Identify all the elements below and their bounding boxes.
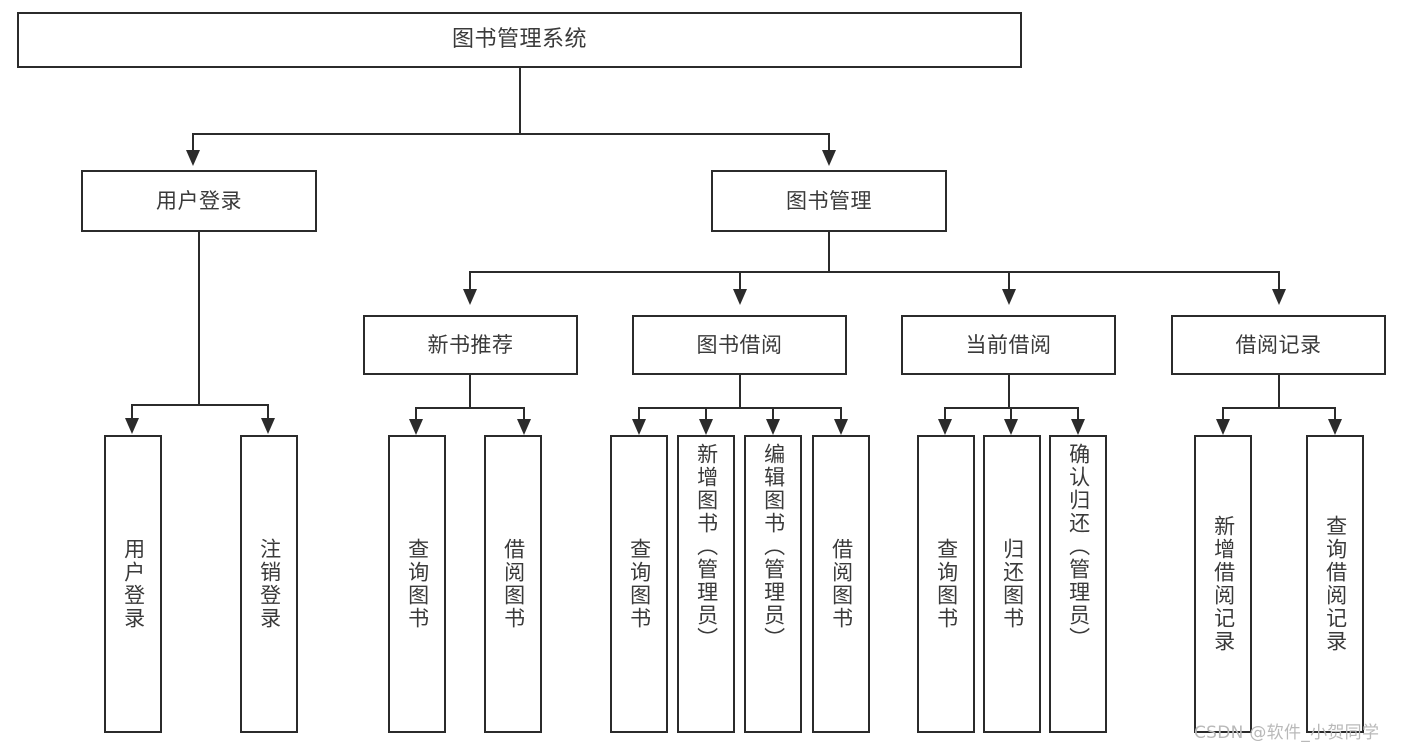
connector-to-current-borrow [1008,271,1010,291]
node-current-borrow[interactable]: 当前借阅 [901,315,1116,375]
node-label: 新书推荐 [427,332,514,357]
leaf-confirm-return-admin[interactable]: 确认归还（管理员） [1049,435,1107,733]
connector-borrow-record-bus [1222,407,1336,409]
connector-new-book-child-1 [415,407,417,421]
node-label: 用户登录 [156,188,242,213]
connector-book-borrow-child-3 [772,407,774,421]
node-label: 借阅记录 [1235,332,1322,357]
connector-book-borrow-child-2 [705,407,707,421]
connector-current-borrow-child-3 [1077,407,1079,421]
leaf-borrow-book-recommend[interactable]: 借阅图书 [484,435,542,733]
arrow-user-login-child-1 [125,418,139,434]
leaf-return-book[interactable]: 归还图书 [983,435,1041,733]
arrow-borrow-record-child-1 [1216,419,1230,435]
leaf-logout-login[interactable]: 注销登录 [240,435,298,733]
node-borrow-record[interactable]: 借阅记录 [1171,315,1386,375]
connector-root-stem [519,68,521,134]
connector-current-borrow-child-2 [1010,407,1012,421]
connector-borrow-record-child-2 [1334,407,1336,421]
connector-book-borrow-child-1 [638,407,640,421]
node-label: 编辑图书（管理员） [761,443,786,650]
node-label: 图书借阅 [696,332,783,357]
connector-user-login-stem [198,232,200,405]
arrow-book-borrow-child-3 [766,419,780,435]
connector-user-login-bus [131,404,268,406]
leaf-query-book-current[interactable]: 查询图书 [917,435,975,733]
leaf-query-book-borrow[interactable]: 查询图书 [610,435,668,733]
leaf-query-borrow-record[interactable]: 查询借阅记录 [1306,435,1364,733]
node-label: 借阅图书 [501,538,526,630]
connector-root-bus [192,133,829,135]
node-label: 注销登录 [257,538,282,630]
connector-to-new-book [469,271,471,291]
leaf-add-book-admin[interactable]: 新增图书（管理员） [677,435,735,733]
connector-borrow-record-child-1 [1222,407,1224,421]
node-label: 查询图书 [934,538,959,630]
connector-level3-bus [469,271,1279,273]
node-label: 归还图书 [1000,538,1025,630]
node-label: 借阅图书 [829,538,854,630]
arrow-book-borrow-child-1 [632,419,646,435]
arrow-user-login-child-2 [261,418,275,434]
arrow-current-borrow-child-3 [1071,419,1085,435]
node-user-login[interactable]: 用户登录 [81,170,317,232]
leaf-add-borrow-record[interactable]: 新增借阅记录 [1194,435,1252,733]
arrow-to-new-book [463,289,477,305]
arrow-current-borrow-child-2 [1004,419,1018,435]
node-new-book-recommend[interactable]: 新书推荐 [363,315,578,375]
node-label: 查询借阅记录 [1323,515,1348,653]
connector-user-login-child-1 [131,404,133,420]
arrow-new-book-child-1 [409,419,423,435]
connector-to-book-manage [828,133,830,152]
node-label: 查询图书 [405,538,430,630]
node-root-system[interactable]: 图书管理系统 [17,12,1022,68]
node-label: 图书管理 [786,188,872,213]
arrow-to-book-borrow [733,289,747,305]
node-book-management[interactable]: 图书管理 [711,170,947,232]
arrow-to-current-borrow [1002,289,1016,305]
node-label: 用户登录 [121,538,146,630]
arrow-book-borrow-child-4 [834,419,848,435]
connector-book-borrow-child-4 [840,407,842,421]
connector-book-borrow-bus [638,407,841,409]
node-label: 新增借阅记录 [1211,515,1236,653]
arrow-new-book-child-2 [517,419,531,435]
arrow-to-borrow-record [1272,289,1286,305]
connector-book-borrow-stem [739,375,741,408]
node-label: 确认归还（管理员） [1066,443,1091,650]
connector-current-borrow-stem [1008,375,1010,408]
leaf-borrow-book[interactable]: 借阅图书 [812,435,870,733]
node-label: 新增图书（管理员） [694,443,719,650]
connector-to-user-login [192,133,194,152]
leaf-query-book-recommend[interactable]: 查询图书 [388,435,446,733]
connector-to-borrow-record [1278,271,1280,291]
arrow-to-user-login [186,150,200,166]
connector-book-manage-stem [828,232,830,273]
connector-new-book-stem [469,375,471,408]
connector-user-login-child-2 [267,404,269,420]
connector-current-borrow-child-1 [944,407,946,421]
arrow-current-borrow-child-1 [938,419,952,435]
connector-new-book-child-2 [523,407,525,421]
arrow-borrow-record-child-2 [1328,419,1342,435]
node-label: 当前借阅 [965,332,1052,357]
node-book-borrow[interactable]: 图书借阅 [632,315,847,375]
connector-borrow-record-stem [1278,375,1280,408]
connector-to-book-borrow [739,271,741,291]
arrow-to-book-manage [822,150,836,166]
node-label: 查询图书 [627,538,652,630]
leaf-edit-book-admin[interactable]: 编辑图书（管理员） [744,435,802,733]
node-label: 图书管理系统 [451,27,587,53]
arrow-book-borrow-child-2 [699,419,713,435]
connector-new-book-bus [415,407,525,409]
leaf-user-login[interactable]: 用户登录 [104,435,162,733]
